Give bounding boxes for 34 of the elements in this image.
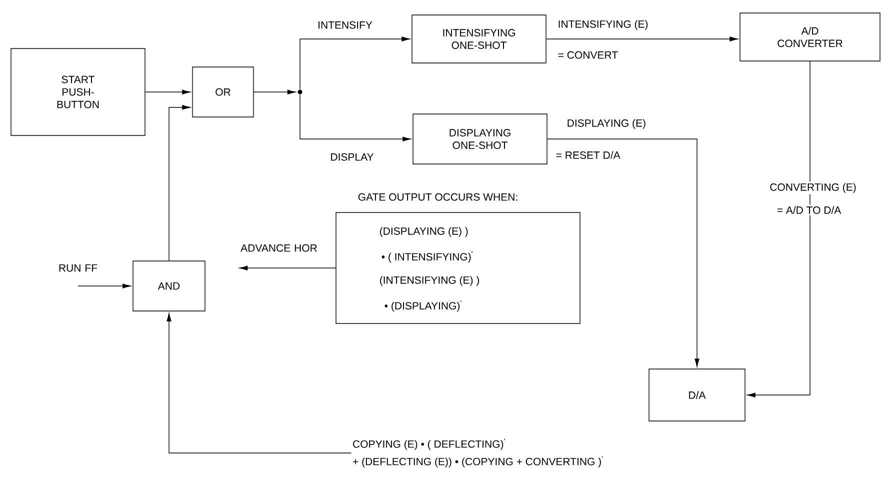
arrow bbox=[78, 284, 131, 288]
and-gate-box: AND bbox=[132, 260, 206, 312]
process-box: INTENSIFYING ONE-SHOT bbox=[412, 14, 546, 64]
arrow bbox=[254, 90, 296, 94]
edge-label: CONVERTING (E) bbox=[768, 182, 858, 194]
arrow bbox=[168, 105, 190, 261]
arrow bbox=[747, 61, 810, 398]
condition-line: • ( INTENSIFYING)$^{'}$ bbox=[382, 251, 472, 263]
or-gate-box: OR bbox=[192, 66, 254, 118]
arrow bbox=[300, 94, 411, 142]
signal-label: = RESET D/A bbox=[554, 150, 622, 160]
condition-line: (DISPLAYING (E) ) bbox=[380, 227, 468, 237]
arrow bbox=[547, 138, 700, 367]
process-box: DISPLAYING ONE-SHOT bbox=[412, 114, 548, 164]
signal-label: RUN FF bbox=[59, 264, 98, 272]
arrow bbox=[546, 36, 738, 42]
edge-label: DISPLAYING (E) bbox=[565, 118, 648, 130]
edge-label: INTENSIFYING (E) bbox=[556, 18, 650, 32]
signal-label: = A/D TO D/A bbox=[775, 204, 843, 216]
arrow bbox=[166, 313, 352, 454]
edge-label: INTENSIFY bbox=[316, 20, 374, 30]
heading-text: GATE OUTPUT OCCURS WHEN: bbox=[358, 193, 518, 201]
condition-text: COPYING (E) • ( DEFLECTING)$^{'}$ + (DEFLECTING (E)) • (COPYING + CONVERTING )$^{'}$ bbox=[353, 438, 603, 468]
signal-label: = CONVERT bbox=[556, 50, 620, 60]
process-box: A/D CONVERTER bbox=[740, 12, 880, 62]
edge-label: DISPLAY bbox=[328, 152, 376, 162]
arrow bbox=[145, 90, 190, 94]
condition-line: • (DISPLAYING)$^{'}$ bbox=[384, 300, 462, 312]
arrow bbox=[300, 36, 410, 90]
process-box: D/A bbox=[648, 368, 746, 422]
signal-label: ADVANCE HOR bbox=[240, 244, 317, 252]
arrow bbox=[239, 266, 336, 270]
condition-line: (INTENSIFYING (E) ) bbox=[380, 276, 480, 286]
process-box: START PUSH-BUTTON bbox=[10, 48, 146, 136]
